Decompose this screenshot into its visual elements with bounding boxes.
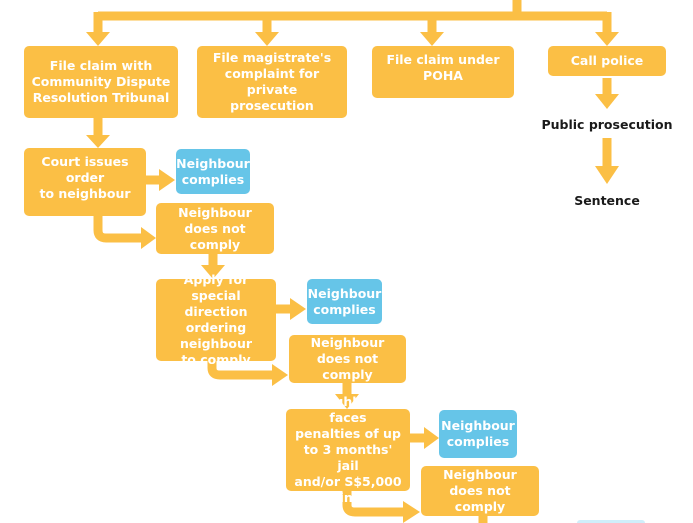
arrowhead-sentence <box>595 166 619 184</box>
neighbour-not-comply-box-2: Neighbour does not comply <box>289 335 406 383</box>
court-to-notcomply1 <box>93 214 143 243</box>
arrowhead-cdrt <box>86 32 110 46</box>
arrowhead-poha <box>420 32 444 46</box>
special-to-notcomply2 <box>207 358 274 380</box>
arrowhead-special <box>201 265 225 279</box>
court-order-box: Court issues order to neighbour <box>24 148 146 216</box>
neighbour-not-comply-box-3: Neighbour does not comply <box>421 466 539 516</box>
penalties-box: Neighbour faces penalties of up to 3 mon… <box>286 394 410 505</box>
public-prosecution-label: Public prosecution <box>541 117 673 132</box>
arrowhead-complies2 <box>290 298 306 320</box>
call-police-box: Call police <box>548 46 666 76</box>
arrowhead-complies3 <box>424 427 439 449</box>
file-cdrt-claim-box: File claim with Community Dispute Resolu… <box>24 46 178 118</box>
arrowhead-notcomply3 <box>403 501 420 523</box>
arrowhead-notcomply1 <box>141 227 156 249</box>
file-magistrate-complaint-box: File magistrate's complaint for private … <box>197 46 347 118</box>
arrowhead-court <box>86 135 110 148</box>
cutoff-box-fragment <box>577 520 645 523</box>
penalties-to-notcomply3 <box>342 490 405 517</box>
neighbour-complies-box-3: Neighbour complies <box>439 410 517 458</box>
special-direction-box: Apply for special direction ordering nei… <box>156 272 276 367</box>
arrowhead-notcomply2 <box>272 364 288 386</box>
sentence-label: Sentence <box>574 193 640 208</box>
neighbour-complies-box-1: Neighbour complies <box>176 149 250 194</box>
neighbour-complies-box-2: Neighbour complies <box>307 279 382 324</box>
top-bus-line <box>98 0 607 21</box>
arrowhead-police <box>595 32 619 46</box>
arrowhead-penalties <box>335 394 359 409</box>
file-poha-claim-box: File claim under POHA <box>372 46 514 98</box>
arrowhead-magistrate <box>255 32 279 46</box>
arrowhead-prosecution <box>595 94 619 109</box>
neighbour-not-comply-box-1: Neighbour does not comply <box>156 203 274 254</box>
arrowhead-complies1 <box>159 169 175 191</box>
